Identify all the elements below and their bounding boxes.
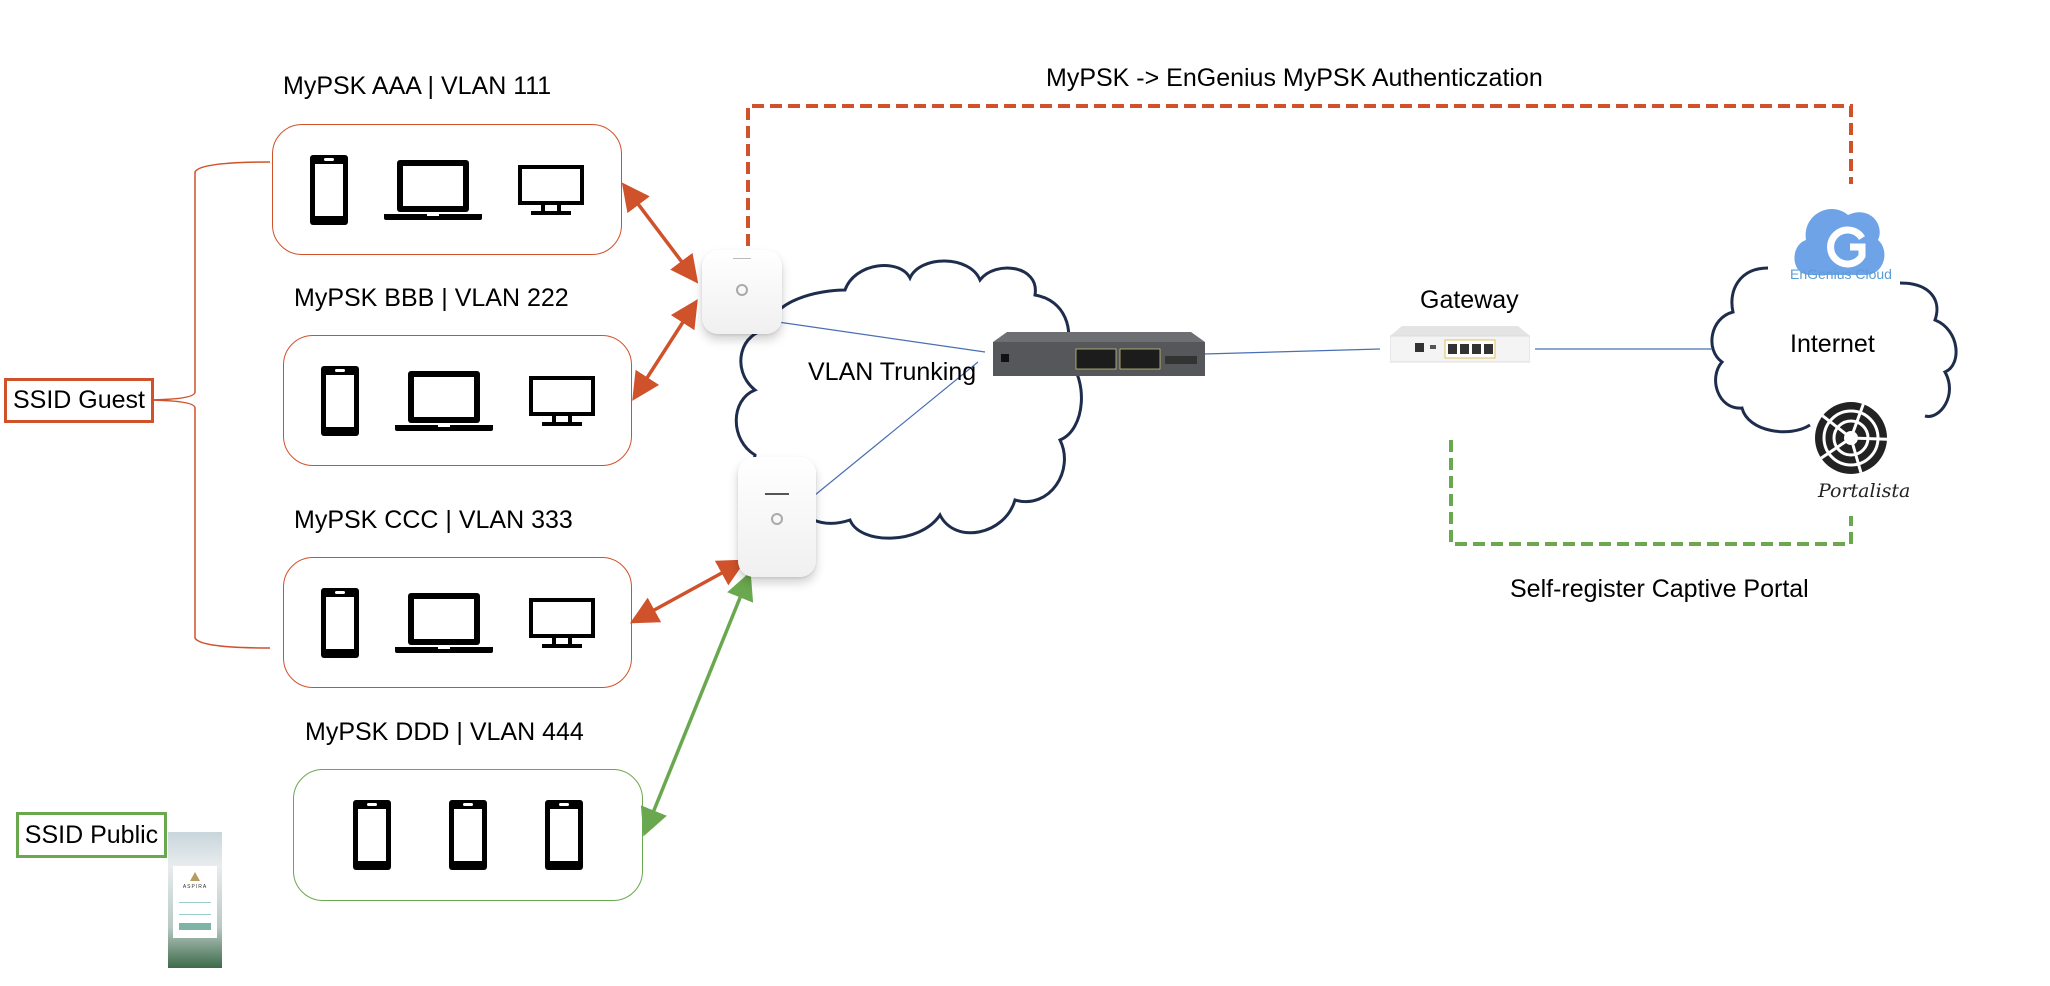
arrow-aaa-ap1 xyxy=(621,182,699,284)
vlan-trunking-cloud xyxy=(734,259,1083,540)
network-switch xyxy=(993,332,1205,376)
smartphone-icon xyxy=(320,365,359,436)
mypsk-auth-path xyxy=(746,104,1853,246)
captive-portal-path xyxy=(1449,440,1853,546)
smartphone-icon xyxy=(353,800,391,870)
smartphone-icon xyxy=(449,800,487,870)
arrow-bbb-ap1 xyxy=(632,299,698,401)
smartphone-icon xyxy=(545,800,583,870)
gateway-label: Gateway xyxy=(1420,286,1519,314)
link-ap1-switch xyxy=(777,321,986,353)
group-bbb-label: MyPSK BBB | VLAN 222 xyxy=(294,284,569,312)
engenius-cloud-label: EnGenius Cloud xyxy=(1790,266,1892,282)
group-ddd-label: MyPSK DDD | VLAN 444 xyxy=(305,718,584,746)
laptop-icon xyxy=(384,159,482,220)
group-aaa-box xyxy=(272,124,622,255)
group-ccc-box xyxy=(283,557,632,688)
monitor-icon xyxy=(528,597,595,648)
auth-path-label: MyPSK -> EnGenius MyPSK Authenticzation xyxy=(1046,64,1543,92)
internet-label: Internet xyxy=(1790,330,1875,358)
portalista-label: Portalista xyxy=(1818,480,1911,502)
arrow-ddd-ap2 xyxy=(640,571,754,837)
captive-portal-phone-preview: ASPIRA xyxy=(168,832,222,968)
group-ddd-box xyxy=(293,769,643,901)
wall-access-point xyxy=(738,457,816,577)
aspira-logo-icon xyxy=(190,872,200,881)
gateway-device xyxy=(1390,326,1530,363)
ssid-guest-box: SSID Guest xyxy=(4,378,154,423)
ssid-guest-label: SSID Guest xyxy=(13,386,145,414)
laptop-icon xyxy=(394,592,493,653)
ssid-public-label: SSID Public xyxy=(24,820,159,849)
password-field xyxy=(179,914,211,915)
ssid-public-box: SSID Public xyxy=(16,812,167,858)
smartphone-icon xyxy=(320,587,359,658)
engenius-badge-icon xyxy=(736,284,748,296)
group-bbb-box xyxy=(283,335,632,466)
login-card: ASPIRA xyxy=(173,866,217,938)
ap-led-bar xyxy=(765,493,789,495)
arrow-ccc-ap2 xyxy=(629,559,747,624)
engenius-cloud-logo-icon xyxy=(1794,209,1885,275)
ceiling-access-point xyxy=(702,250,782,334)
group-ccc-label: MyPSK CCC | VLAN 333 xyxy=(294,506,573,534)
smartphone-icon xyxy=(310,154,348,225)
vlan-trunking-label: VLAN Trunking xyxy=(808,358,977,386)
captive-portal-label: Self-register Captive Portal xyxy=(1510,575,1809,603)
link-ap2-switch xyxy=(814,361,979,496)
phone-preview-brand: ASPIRA xyxy=(182,884,208,890)
internet-cloud xyxy=(1710,266,1958,434)
laptop-icon xyxy=(394,370,493,431)
portalista-logo-icon xyxy=(1815,402,1888,474)
monitor-icon xyxy=(528,375,595,426)
link-switch-gateway xyxy=(1203,348,1381,355)
group-aaa-label: MyPSK AAA | VLAN 111 xyxy=(283,72,552,100)
ssid-guest-bracket xyxy=(139,161,271,649)
username-field xyxy=(179,902,211,903)
ap-status-bar xyxy=(733,258,751,259)
login-button xyxy=(179,923,211,930)
monitor-icon xyxy=(518,164,584,215)
engenius-badge-icon xyxy=(771,513,783,525)
